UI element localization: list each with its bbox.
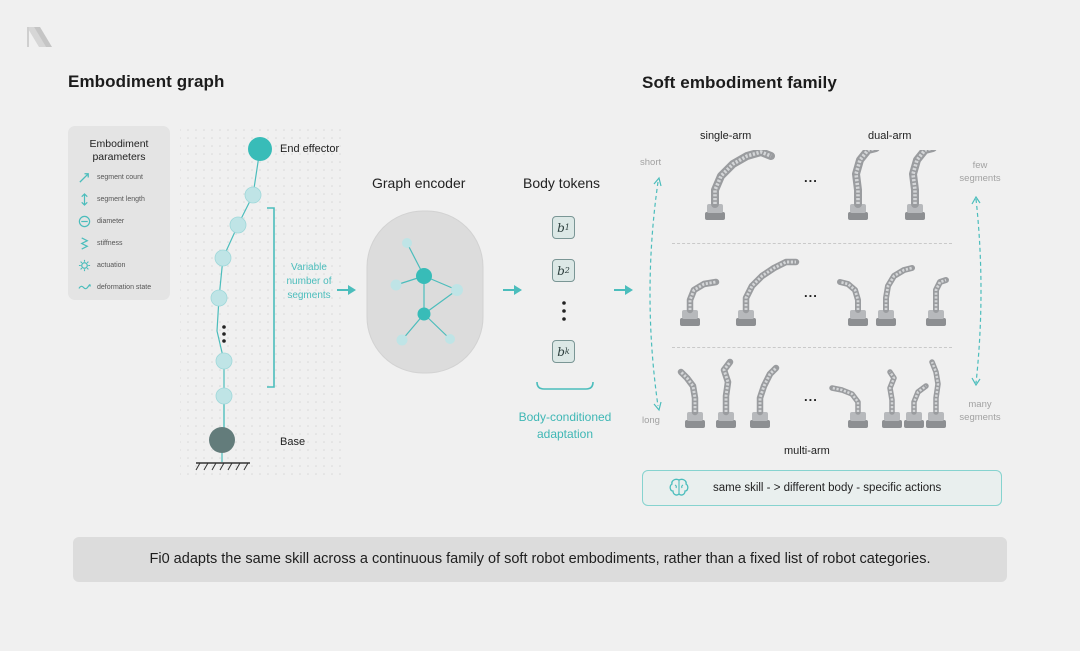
- param-label: actuation: [97, 261, 126, 269]
- adaptation-caption: Body-conditioned adaptation: [518, 410, 612, 441]
- segment-node: [215, 387, 233, 405]
- segment-node: [210, 289, 228, 307]
- end-effector-node: [248, 137, 272, 161]
- segments-bracket: [267, 207, 275, 388]
- end-effector-label: End effector: [280, 143, 340, 155]
- encoder-node: [402, 238, 412, 248]
- encoder-node: [451, 284, 463, 296]
- encoder-node: [416, 268, 432, 284]
- vertical-ellipsis-icon: [562, 301, 566, 321]
- length-short-label: short: [640, 157, 662, 168]
- row-divider: [672, 243, 952, 244]
- graph-encoder-capsule: [366, 210, 484, 374]
- row-ellipsis: ...: [804, 285, 818, 300]
- dual-arm-label: dual-arm: [868, 130, 912, 142]
- vertical-arrow-icon: [81, 192, 88, 206]
- soft-robot-arm: [680, 278, 720, 326]
- length-axis-arrow: [649, 176, 662, 412]
- single-arm-label: single-arm: [700, 130, 752, 142]
- caption-bar: Fi0 adapts the same skill across a conti…: [73, 537, 1007, 582]
- row-ellipsis: ...: [804, 389, 818, 404]
- length-long-label: long: [642, 415, 660, 426]
- diagonal-arrow-icon: [79, 172, 89, 183]
- logo-icon: [27, 27, 52, 47]
- wave-icon: [78, 283, 91, 289]
- caption-text: Fi0 adapts the same skill across a conti…: [149, 551, 931, 567]
- robot-arms-grid: [677, 150, 949, 428]
- soft-robot-arm: [837, 279, 868, 326]
- param-actuation: actuation: [78, 258, 125, 272]
- soft-robot-arm: [876, 265, 915, 326]
- graph-encoder-title: Graph encoder: [372, 175, 466, 191]
- skill-summary-box: same skill - > different body - specific…: [642, 470, 1002, 506]
- encoder-node: [390, 279, 402, 291]
- encoder-node: [417, 307, 431, 321]
- soft-robot-arm: [848, 150, 880, 220]
- base-label: Base: [280, 436, 306, 448]
- param-label: deformation state: [97, 283, 152, 291]
- arrow-right-icon: [503, 285, 522, 295]
- dot-grid-background: [180, 125, 345, 480]
- segment-node: [229, 216, 247, 234]
- soft-robot-arm: [705, 150, 775, 220]
- segment-node: [214, 249, 232, 267]
- soft-robot-arm: [926, 359, 946, 428]
- soft-embodiment-family-title: Soft embodiment family: [642, 73, 837, 92]
- param-label: segment length: [97, 195, 145, 203]
- segment-node: [215, 352, 233, 370]
- param-segment-count: segment count: [78, 170, 143, 184]
- param-segment-length: segment length: [78, 192, 145, 206]
- row-divider: [672, 347, 952, 348]
- param-stiffness: stiffness: [78, 236, 123, 250]
- soft-robot-arm: [926, 277, 949, 326]
- arrow-right-icon: [337, 285, 356, 295]
- parameters-card-title: Embodiment parameters: [89, 138, 149, 163]
- param-label: segment count: [97, 173, 143, 181]
- soft-robot-arm: [750, 364, 780, 428]
- circle-minus-icon: [78, 215, 91, 227]
- soft-robot-arm: [677, 368, 705, 428]
- embodiment-parameters-card: Embodiment parameters segment count segm…: [68, 126, 170, 300]
- encoder-node: [445, 334, 455, 344]
- segment-node: [244, 186, 262, 204]
- multi-arm-label: multi-arm: [784, 445, 830, 457]
- embodiment-graph: [180, 125, 345, 480]
- param-label: diameter: [97, 217, 125, 225]
- body-tokens-title: Body tokens: [523, 175, 601, 191]
- arrow-right-icon: [614, 285, 633, 295]
- embodiment-graph-title: Embodiment graph: [68, 72, 225, 91]
- tokens-bracket: [536, 381, 594, 390]
- segments-axis-arrow: [971, 195, 982, 387]
- variable-segments-label: Variable number of segments: [286, 262, 332, 301]
- soft-robot-arm: [905, 150, 937, 220]
- soft-robot-arm: [829, 385, 868, 428]
- param-label: stiffness: [97, 239, 123, 247]
- zigzag-icon: [80, 236, 89, 250]
- param-diameter: diameter: [78, 214, 124, 228]
- brain-icon: [669, 478, 689, 496]
- soft-robot-arm: [882, 369, 902, 428]
- row-ellipsis: ...: [804, 170, 818, 185]
- base-node: [209, 427, 235, 453]
- gear-icon: [78, 259, 91, 271]
- encoder-node: [396, 334, 408, 346]
- skill-summary-text: same skill - > different body - specific…: [713, 482, 942, 494]
- soft-robot-arm: [736, 258, 800, 326]
- soft-robot-arm: [904, 383, 929, 428]
- soft-robot-arm: [716, 358, 736, 428]
- param-deformation-state: deformation state: [78, 280, 151, 294]
